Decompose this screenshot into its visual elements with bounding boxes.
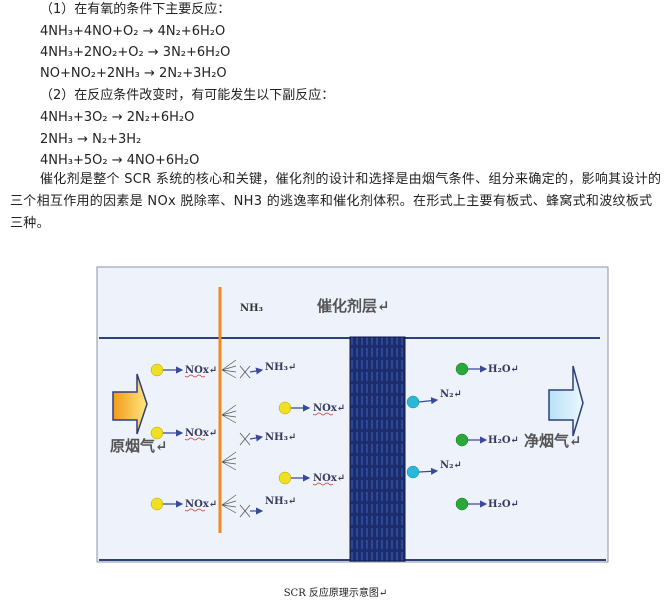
figure-caption: SCR 反应原理示意图↵ — [283, 588, 388, 599]
raw-gas-label: 原烟气↵ — [110, 437, 168, 455]
nox-label: NOx↵ — [185, 499, 217, 510]
h2o-molecules — [455, 362, 469, 511]
n2-label: N₂↵ — [440, 460, 462, 471]
raw-gas-arrow-icon — [112, 373, 148, 435]
catalyst-layer — [349, 336, 406, 562]
nox-label: NOx↵ — [313, 473, 345, 484]
main-reaction-2: 4NH₃+2NO₂+O₂ → 3N₂+6H₂O — [40, 45, 231, 60]
main-reaction-1: 4NH₃+4NO+O₂ → 4N₂+6H₂O — [40, 24, 226, 39]
nox-molecules — [150, 363, 292, 511]
molecule-arrows — [163, 365, 488, 515]
nox-label: NOx↵ — [185, 428, 217, 439]
side-reaction-1: 4NH₃+3O₂ → 2N₂+6H₂O — [40, 110, 195, 125]
main-reaction-3: NO+NO₂+2NH₃ → 2N₂+3H₂O — [40, 66, 227, 81]
clean-gas-arrow-icon — [548, 365, 584, 437]
nox-label: NOx↵ — [185, 365, 217, 376]
section2-heading: （2）在反应条件改变时，有可能发生以下副反应： — [40, 88, 335, 103]
body-paragraph: 催化剂是整个 SCR 系统的核心和关键，催化剂的设计和选择是由烟气条件、组分来确… — [10, 172, 662, 231]
nh3-label: NH₃↵ — [265, 362, 296, 373]
h2o-label: H₂O↵ — [488, 499, 519, 510]
spray-nozzles — [221, 359, 237, 514]
n2-molecules — [406, 395, 420, 479]
nh3-label: NH₃↵ — [265, 496, 296, 507]
catalyst-layer-label: 催化剂层↵ — [317, 297, 390, 315]
side-reaction-2: 2NH₃ → N₂+3H₂ — [40, 132, 142, 147]
spellcheck-underlines — [184, 374, 334, 512]
h2o-label: H₂O↵ — [488, 435, 519, 446]
section1-heading: （1）在有氧的条件下主要反应： — [40, 2, 231, 17]
nox-label: NOx↵ — [313, 403, 345, 414]
clean-gas-label: 净烟气↵ — [524, 432, 582, 450]
ammonia-mixing-marks — [239, 365, 251, 518]
nh3-label: NH₃↵ — [265, 432, 296, 443]
h2o-label: H₂O↵ — [488, 364, 519, 375]
ammonia-inlet-label: NH₃ — [240, 303, 263, 314]
n2-label: N₂↵ — [440, 389, 462, 400]
side-reaction-3: 4NH₃+5O₂ → 4NO+6H₂O — [40, 153, 200, 168]
